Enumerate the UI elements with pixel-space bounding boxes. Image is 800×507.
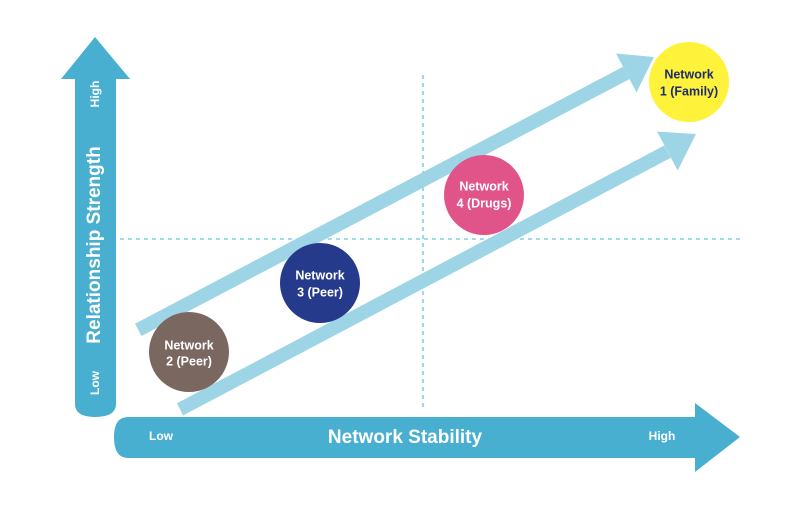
network-1-label-line1: Network (664, 67, 713, 81)
network-1-node: Network 1 (Family) (649, 42, 729, 122)
network-4-circle (444, 155, 524, 235)
network-3-node: Network 3 (Peer) (280, 243, 360, 323)
y-axis-title: Relationship Strength (84, 146, 105, 343)
network-2-label-line2: 2 (Peer) (166, 354, 212, 368)
network-4-label-line1: Network (459, 179, 508, 193)
upper-trend-arrow (135, 53, 654, 337)
network-2-circle (149, 312, 229, 392)
network-3-label-line2: 3 (Peer) (297, 285, 343, 299)
network-4-label-line2: 4 (Drugs) (457, 196, 512, 210)
y-axis-low-label: Low (88, 370, 102, 395)
network-1-label-line2: 1 (Family) (660, 84, 718, 98)
x-axis-title: Network Stability (328, 427, 483, 448)
x-axis-low-label: Low (149, 429, 174, 443)
x-axis-high-label: High (649, 429, 676, 443)
network-4-node: Network 4 (Drugs) (444, 155, 524, 235)
network-1-circle (649, 42, 729, 122)
network-2-label-line1: Network (164, 338, 213, 352)
lower-trend-arrow (177, 131, 696, 416)
y-axis-arrow (61, 37, 130, 417)
network-3-circle (280, 243, 360, 323)
x-axis-arrow (114, 403, 740, 472)
y-axis-high-label: High (88, 81, 102, 108)
network-3-label-line1: Network (295, 268, 344, 282)
network-2-node: Network 2 (Peer) (149, 312, 229, 392)
